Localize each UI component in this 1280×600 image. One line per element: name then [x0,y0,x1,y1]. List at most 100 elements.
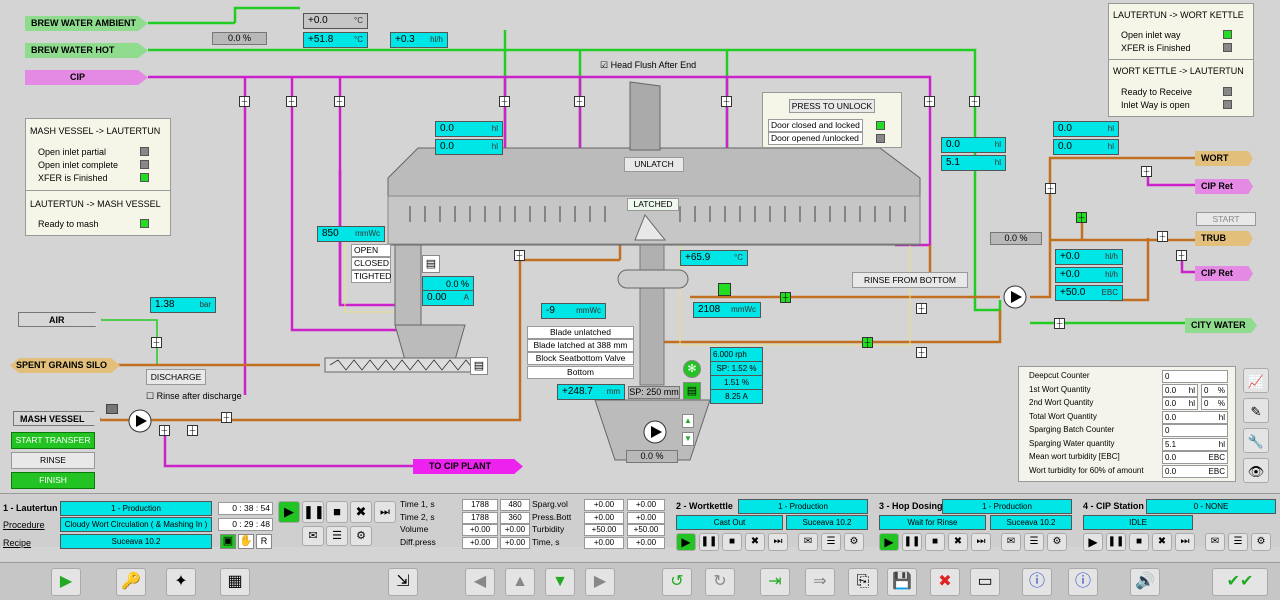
abort-icon[interactable]: ✖ [350,501,372,523]
arrow-down-toolbar-icon[interactable]: ▼ [545,568,575,596]
trend-icon[interactable]: 📈 [1243,368,1269,393]
wk-message-icon[interactable]: ✉ [798,533,818,551]
valve[interactable]: ┼ [916,347,927,358]
pause-icon[interactable]: ❚❚ [302,501,325,523]
valve[interactable]: ┼ [187,425,198,436]
discharge-button[interactable]: DISCHARGE [146,369,206,385]
valve[interactable]: ┼ [574,96,585,107]
valve[interactable]: ┼ [286,96,297,107]
hop-stop-icon[interactable]: ■ [925,533,945,551]
help-icon[interactable]: ⓘ [1068,568,1098,596]
save-icon[interactable]: 💾 [887,568,917,596]
wk-pause-icon[interactable]: ❚❚ [699,533,719,551]
report-icon[interactable]: ▦ [220,568,250,596]
acknowledge-icon[interactable]: ✔✔ [1212,568,1268,596]
hop-abort-icon[interactable]: ✖ [948,533,968,551]
valve[interactable]: ┼ [721,96,732,107]
start-button[interactable]: START [1196,212,1256,226]
arrow-up-icon[interactable]: ▲ [682,414,694,428]
import-icon[interactable]: ⇲ [388,568,418,596]
hop-dosing-mode[interactable]: 1 - Production [942,499,1072,514]
select-icon[interactable]: ▣ [220,534,236,549]
rinse-button[interactable]: RINSE [11,452,95,469]
wk-settings-icon[interactable]: ⚙ [844,533,864,551]
keys-icon[interactable]: 🔑 [116,568,146,596]
valve[interactable]: ┼ [159,425,170,436]
valve[interactable]: ┼ [1141,166,1152,177]
valve[interactable]: ┼ [780,292,791,303]
valve[interactable]: ┼ [1176,250,1187,261]
play-icon[interactable]: ▶ [278,501,300,523]
valve[interactable]: ┼ [221,412,232,423]
wk-stop-icon[interactable]: ■ [722,533,742,551]
valve[interactable]: ┼ [924,96,935,107]
sound-icon[interactable]: 🔊 [1130,568,1160,596]
valve[interactable]: ┼ [1157,231,1168,242]
hop-skip-icon[interactable]: ⏭ [971,533,991,551]
valve[interactable]: ┼ [1076,212,1087,223]
list-icon[interactable]: ☰ [326,526,348,546]
cip-play-icon[interactable]: ▶ [1083,533,1103,551]
hop-list-icon[interactable]: ☰ [1024,533,1044,551]
forward-icon[interactable]: ⇒ [805,568,835,596]
valve[interactable]: ┼ [239,96,250,107]
view-icon[interactable]: 👁 [1243,458,1269,483]
fan-icon[interactable]: ✻ [683,360,701,378]
info-icon[interactable]: ⓘ [1022,568,1052,596]
skip-icon[interactable]: ⏭ [374,501,396,523]
arrow-up-toolbar-icon[interactable]: ▲ [505,568,535,596]
tools-icon[interactable]: 🔧 [1243,428,1269,453]
start-transfer-button[interactable]: START TRANSFER [11,432,95,449]
reset-icon[interactable]: R [256,534,272,549]
arrow-left-icon[interactable]: ◀ [465,568,495,596]
copy-icon[interactable]: ⎘ [848,568,878,596]
valve[interactable]: ┼ [514,250,525,261]
settings-icon[interactable]: ⚙ [350,526,372,546]
arrow-down-icon[interactable]: ▼ [682,432,694,446]
delete-icon[interactable]: ✖ [930,568,960,596]
valve[interactable]: ┼ [334,96,345,107]
arrow-right-icon[interactable]: ▶ [585,568,615,596]
head-flush-checkbox[interactable]: ☑ Head Flush After End [600,60,697,70]
valve[interactable]: ┼ [499,96,510,107]
cip-list-icon[interactable]: ☰ [1228,533,1248,551]
motor-icon[interactable]: ▤ [422,255,440,273]
hand-icon[interactable]: ✋ [238,534,254,549]
cip-abort-icon[interactable]: ✖ [1152,533,1172,551]
hop-pause-icon[interactable]: ❚❚ [902,533,922,551]
valve[interactable]: ┼ [1045,183,1056,194]
new-icon[interactable]: ✦ [166,568,196,596]
undo-icon[interactable]: ↺ [662,568,692,596]
valve[interactable]: ┼ [862,337,873,348]
cip-stop-icon[interactable]: ■ [1129,533,1149,551]
cip-settings-icon[interactable]: ⚙ [1251,533,1271,551]
edit-icon[interactable]: ✎ [1243,398,1269,423]
drive-icon[interactable]: ▤ [683,382,701,400]
recipe-link[interactable]: Recipe [3,538,32,548]
procedure-link[interactable]: Procedure [3,520,45,530]
screen-icon[interactable]: ▭ [970,568,1000,596]
valve[interactable]: ┼ [916,303,927,314]
unlatch-button[interactable]: UNLATCH [624,157,684,172]
wortkettle-mode[interactable]: 1 - Production [738,499,868,514]
wk-skip-icon[interactable]: ⏭ [768,533,788,551]
hop-message-icon[interactable]: ✉ [1001,533,1021,551]
redo-icon[interactable]: ↻ [705,568,735,596]
hop-settings-icon[interactable]: ⚙ [1047,533,1067,551]
wk-abort-icon[interactable]: ✖ [745,533,765,551]
run-icon[interactable]: ▶ [51,568,81,596]
cip-skip-icon[interactable]: ⏭ [1175,533,1195,551]
lautertun-mode[interactable]: 1 - Production [60,501,212,516]
cip-pause-icon[interactable]: ❚❚ [1106,533,1126,551]
press-to-unlock-button[interactable]: PRESS TO UNLOCK [789,99,875,113]
cip-message-icon[interactable]: ✉ [1205,533,1225,551]
stop-icon[interactable]: ■ [326,501,348,523]
valve[interactable]: ┼ [1054,318,1065,329]
valve[interactable]: ┼ [151,337,162,348]
rinse-after-discharge-checkbox[interactable]: ☐ Rinse after discharge [146,391,242,401]
wk-list-icon[interactable]: ☰ [821,533,841,551]
screw-motor-icon[interactable]: ▤ [470,357,488,375]
message-icon[interactable]: ✉ [302,526,324,546]
valve[interactable]: ┼ [969,96,980,107]
rinse-from-bottom-button[interactable]: RINSE FROM BOTTOM [852,272,968,288]
